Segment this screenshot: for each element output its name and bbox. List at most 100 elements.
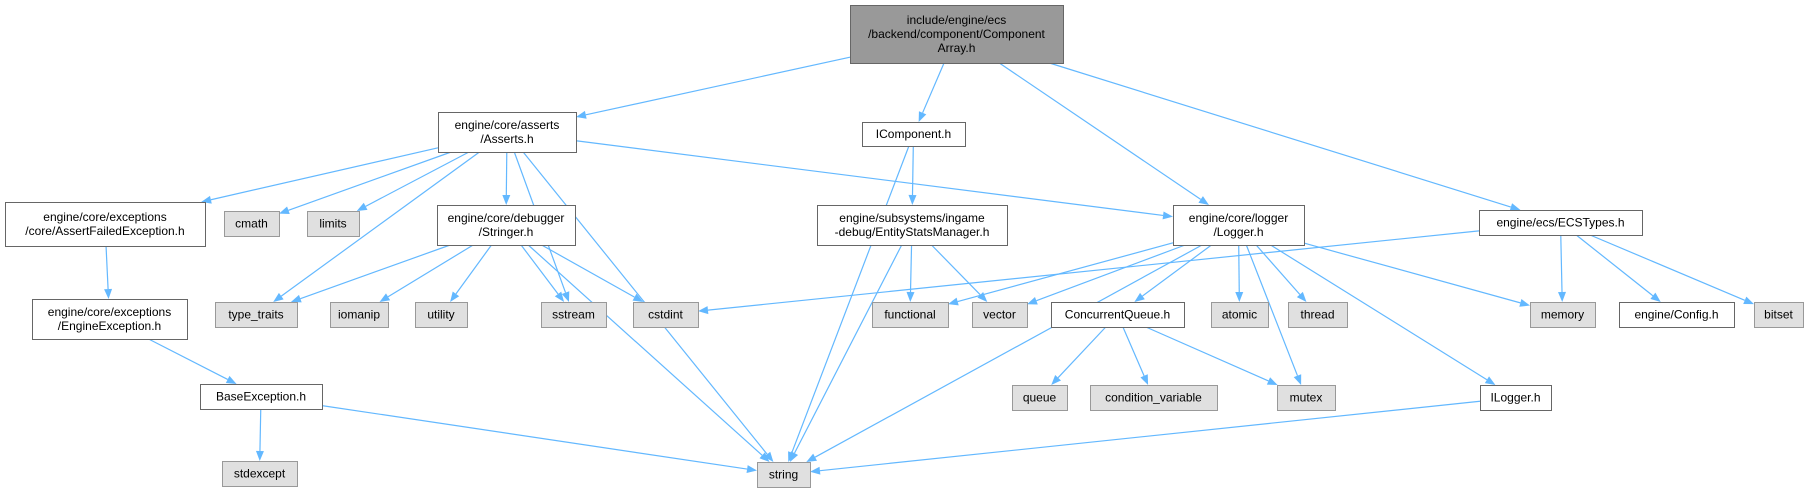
- node-label-concurrentqueue-line-0: ConcurrentQueue.h: [1065, 308, 1170, 322]
- arrowhead-logger-to-thread: [1296, 291, 1307, 302]
- node-box-mutex: [1277, 385, 1336, 411]
- edge-logger-to-concurrentqueue: [1142, 244, 1212, 297]
- node-thread: thread: [1288, 302, 1348, 328]
- edge-engineexception-to-baseexception: [148, 338, 228, 380]
- node-utility: utility: [415, 302, 468, 328]
- node-box-engineexception[interactable]: [32, 299, 188, 340]
- node-label-thread-line-0: thread: [1300, 308, 1334, 322]
- arrowhead-stringer-to-type_traits: [290, 294, 302, 303]
- node-box-assertfailed[interactable]: [5, 202, 206, 247]
- node-atomic: atomic: [1211, 302, 1269, 328]
- node-label-memory-line-0: memory: [1541, 308, 1584, 322]
- node-label-atomic-line-0: atomic: [1222, 308, 1257, 322]
- node-engineexception[interactable]: engine/core/exceptions/EngineException.h: [32, 299, 188, 340]
- arrowhead-baseexception-to-stdexcept: [255, 450, 264, 461]
- arrowhead-logger-to-memory: [1519, 299, 1530, 307]
- edge-logger-to-string: [814, 244, 1203, 458]
- edge-ecstypes-to-config: [1575, 234, 1654, 297]
- node-label-type_traits-line-0: type_traits: [228, 308, 283, 322]
- node-concurrentqueue[interactable]: ConcurrentQueue.h: [1051, 302, 1185, 328]
- arrowhead-componentarray-to-asserts: [576, 110, 587, 119]
- node-box-stdexcept: [222, 461, 298, 487]
- node-box-string: [757, 462, 811, 488]
- node-asserts[interactable]: engine/core/asserts/Asserts.h: [438, 112, 577, 153]
- arrowhead-stringer-to-cstdint: [632, 293, 644, 302]
- arrowhead-logger-to-mutex: [1293, 374, 1302, 385]
- node-box-icomponent[interactable]: [862, 122, 966, 147]
- node-logger[interactable]: engine/core/logger/Logger.h: [1173, 205, 1305, 246]
- arrowhead-entitystats-to-functional: [906, 291, 915, 302]
- edge-logger-to-memory: [1303, 242, 1521, 304]
- node-box-concurrentqueue[interactable]: [1051, 302, 1185, 328]
- edge-logger-to-atomic: [1238, 244, 1240, 293]
- arrowhead-concurrentqueue-to-condition_variable: [1140, 374, 1149, 385]
- node-box-stringer[interactable]: [437, 205, 576, 246]
- arrowhead-asserts-to-limits: [356, 202, 368, 211]
- node-box-componentarray[interactable]: [850, 5, 1064, 64]
- edge-stringer-to-iomanip: [387, 244, 474, 298]
- node-entitystats[interactable]: engine/subsystems/ingame-debug/EntitySta…: [817, 205, 1008, 246]
- node-label-baseexception-line-0: BaseException.h: [216, 390, 306, 404]
- arrowhead-asserts-to-stringer: [502, 194, 511, 205]
- node-box-asserts[interactable]: [438, 112, 577, 153]
- node-sstream: sstream: [541, 302, 607, 328]
- node-stringer[interactable]: engine/core/debugger/Stringer.h: [437, 205, 576, 246]
- arrowhead-logger-to-atomic: [1235, 291, 1244, 302]
- node-label-utility-line-0: utility: [427, 308, 454, 322]
- edge-stringer-to-cstdint: [541, 244, 635, 298]
- node-label-entitystats-line-1: -debug/EntityStatsManager.h: [835, 225, 990, 239]
- node-label-mutex-line-0: mutex: [1290, 391, 1323, 405]
- edge-componentarray-to-icomponent: [922, 62, 945, 114]
- node-label-logger-line-0: engine/core/logger: [1189, 211, 1288, 225]
- node-box-sstream: [541, 302, 607, 328]
- node-ecstypes[interactable]: engine/ecs/ECSTypes.h: [1479, 210, 1643, 236]
- node-box-memory: [1530, 302, 1596, 328]
- node-ilogger[interactable]: ILogger.h: [1480, 385, 1552, 411]
- node-label-componentarray-line-1: /backend/component/Component: [868, 27, 1045, 41]
- node-baseexception[interactable]: BaseException.h: [200, 384, 323, 410]
- node-box-vector: [972, 302, 1028, 328]
- node-label-logger-line-1: /Logger.h: [1213, 225, 1263, 239]
- edge-concurrentqueue-to-mutex: [1145, 326, 1269, 382]
- node-label-string-line-0: string: [769, 468, 798, 482]
- node-functional: functional: [872, 302, 949, 328]
- arrowhead-componentarray-to-icomponent: [918, 111, 927, 122]
- node-icomponent[interactable]: IComponent.h: [862, 122, 966, 147]
- node-box-baseexception[interactable]: [200, 384, 323, 410]
- node-label-cstdint-line-0: cstdint: [648, 308, 683, 322]
- arrowhead-ilogger-to-string: [810, 466, 821, 475]
- edge-ecstypes-to-bitset: [1589, 234, 1746, 301]
- arrowhead-concurrentqueue-to-queue: [1051, 374, 1062, 385]
- node-box-entitystats[interactable]: [817, 205, 1008, 246]
- node-box-atomic: [1211, 302, 1269, 328]
- node-label-stringer-line-0: engine/core/debugger: [448, 211, 565, 225]
- arrowhead-assertfailed-to-engineexception: [104, 288, 113, 299]
- edge-asserts-to-logger: [575, 140, 1164, 217]
- node-config[interactable]: engine/Config.h: [1619, 302, 1735, 328]
- node-label-queue-line-0: queue: [1023, 391, 1057, 405]
- node-assertfailed[interactable]: engine/core/exceptions/core/AssertFailed…: [5, 202, 206, 247]
- edge-asserts-to-cmath: [288, 151, 452, 211]
- arrowhead-ecstypes-to-cstdint: [698, 306, 709, 315]
- node-box-ecstypes[interactable]: [1479, 210, 1643, 236]
- node-type_traits: type_traits: [215, 302, 298, 328]
- node-label-config-line-0: engine/Config.h: [1634, 308, 1718, 322]
- node-box-iomanip: [330, 302, 389, 328]
- node-label-vector-line-0: vector: [983, 308, 1016, 322]
- node-box-ilogger[interactable]: [1480, 385, 1552, 411]
- node-box-utility: [415, 302, 468, 328]
- node-componentarray[interactable]: include/engine/ecs/backend/component/Com…: [850, 5, 1064, 64]
- edge-stringer-to-string: [527, 244, 763, 456]
- node-label-componentarray-line-0: include/engine/ecs: [907, 13, 1006, 27]
- node-mutex: mutex: [1277, 385, 1336, 411]
- node-box-config[interactable]: [1619, 302, 1735, 328]
- node-memory: memory: [1530, 302, 1596, 328]
- node-condition_variable: condition_variable: [1090, 385, 1218, 411]
- edge-baseexception-to-string: [321, 405, 748, 470]
- node-bitset: bitset: [1754, 302, 1804, 328]
- node-box-logger[interactable]: [1173, 205, 1305, 246]
- edges-layer: [104, 56, 1754, 475]
- node-box-condition_variable: [1090, 385, 1218, 411]
- arrowhead-stringer-to-string: [759, 452, 770, 462]
- arrowhead-ecstypes-to-memory: [1558, 291, 1567, 302]
